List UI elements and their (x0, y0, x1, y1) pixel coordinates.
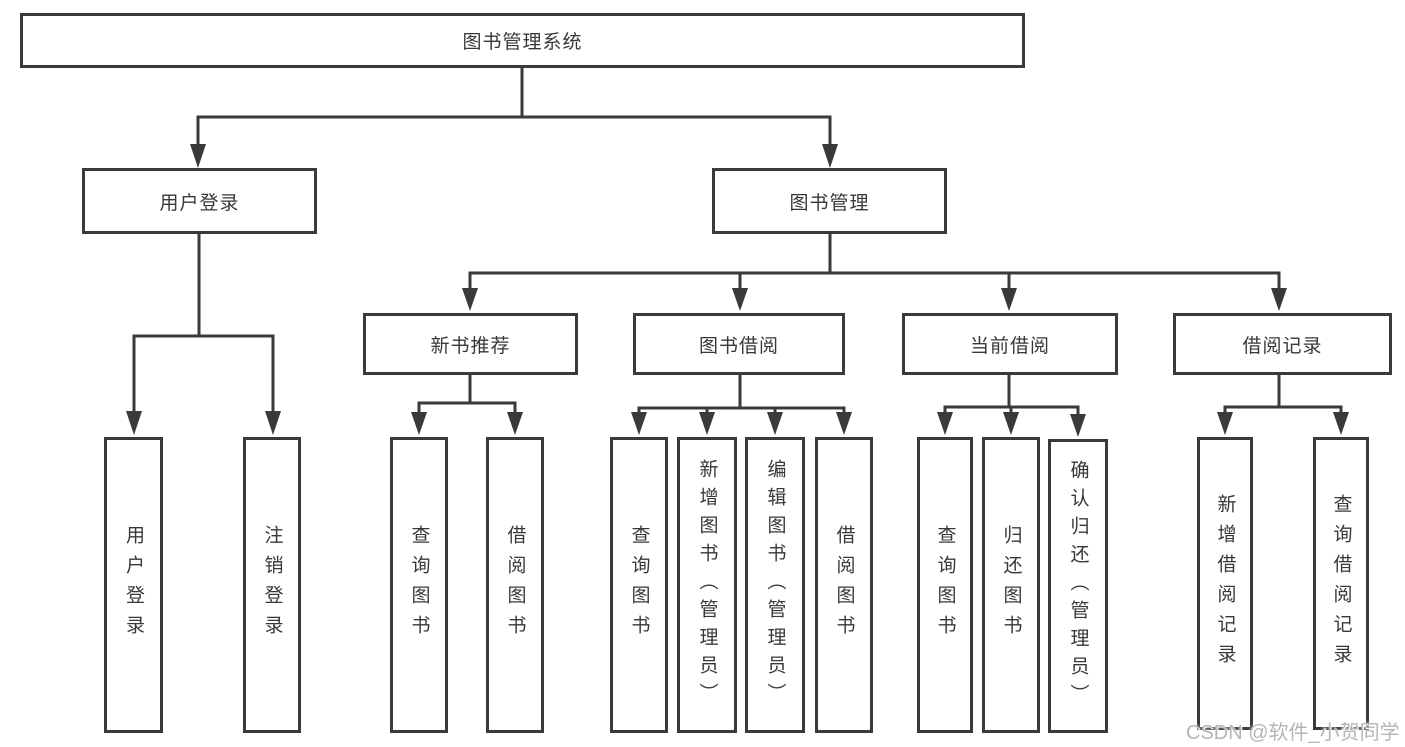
node-current-borrowing: 当前借阅 (902, 313, 1118, 375)
leaf-query-books-recommend: 查询图书 (390, 437, 448, 733)
node-root: 图书管理系统 (20, 13, 1025, 68)
leaf-query-borrow-record: 查询借阅记录 (1313, 437, 1369, 730)
connector-arrowheads (126, 144, 1349, 437)
leaf-add-borrow-record: 新增借阅记录 (1197, 437, 1253, 730)
watermark-text: CSDN @软件_小贺同学 (1186, 722, 1400, 744)
leaf-query-books-current-label: 查询图书 (934, 525, 956, 645)
leaf-borrow-books-borrowing: 借阅图书 (815, 437, 873, 733)
connector-stems (132, 68, 1343, 418)
leaf-query-borrow-record-label: 查询借阅记录 (1330, 493, 1352, 674)
leaf-confirm-return-admin-label: 确认归还（管理员） (1067, 460, 1089, 712)
node-borrowing-records: 借阅记录 (1173, 313, 1392, 375)
node-user-login-label: 用户登录 (159, 192, 240, 214)
node-book-management-label: 图书管理 (789, 192, 870, 214)
leaf-edit-books-admin: 编辑图书（管理员） (745, 437, 805, 733)
leaf-query-books-recommend-label: 查询图书 (408, 525, 430, 645)
node-book-borrowing: 图书借阅 (633, 313, 845, 375)
leaf-query-books-borrowing-label: 查询图书 (628, 525, 650, 645)
leaf-user-login-label: 用户登录 (123, 525, 144, 645)
leaf-confirm-return-admin: 确认归还（管理员） (1048, 439, 1108, 733)
leaf-user-login: 用户登录 (104, 437, 163, 733)
leaf-logout-label: 注销登录 (261, 525, 283, 645)
leaf-logout: 注销登录 (243, 437, 301, 733)
leaf-query-books-borrowing: 查询图书 (610, 437, 668, 733)
leaf-return-books-label: 归还图书 (1000, 525, 1022, 645)
leaf-query-books-current: 查询图书 (917, 437, 973, 733)
node-root-label: 图书管理系统 (462, 32, 583, 53)
node-book-borrowing-label: 图书借阅 (698, 335, 779, 357)
node-new-book-recommendation: 新书推荐 (363, 313, 578, 375)
node-book-management: 图书管理 (712, 168, 947, 234)
node-user-login: 用户登录 (82, 168, 317, 234)
leaf-edit-books-admin-label: 编辑图书（管理员） (764, 459, 786, 711)
leaf-borrow-books-borrowing-label: 借阅图书 (833, 525, 855, 645)
leaf-add-borrow-record-label: 新增借阅记录 (1214, 493, 1236, 674)
node-current-borrowing-label: 当前借阅 (969, 335, 1050, 357)
node-new-book-recommendation-label: 新书推荐 (430, 335, 511, 357)
leaf-return-books: 归还图书 (982, 437, 1040, 733)
leaf-add-books-admin-label: 新增图书（管理员） (696, 459, 718, 711)
leaf-borrow-books-recommend-label: 借阅图书 (504, 525, 526, 645)
leaf-borrow-books-recommend: 借阅图书 (486, 437, 544, 733)
node-borrowing-records-label: 借阅记录 (1242, 335, 1323, 357)
leaf-add-books-admin: 新增图书（管理员） (677, 437, 737, 733)
